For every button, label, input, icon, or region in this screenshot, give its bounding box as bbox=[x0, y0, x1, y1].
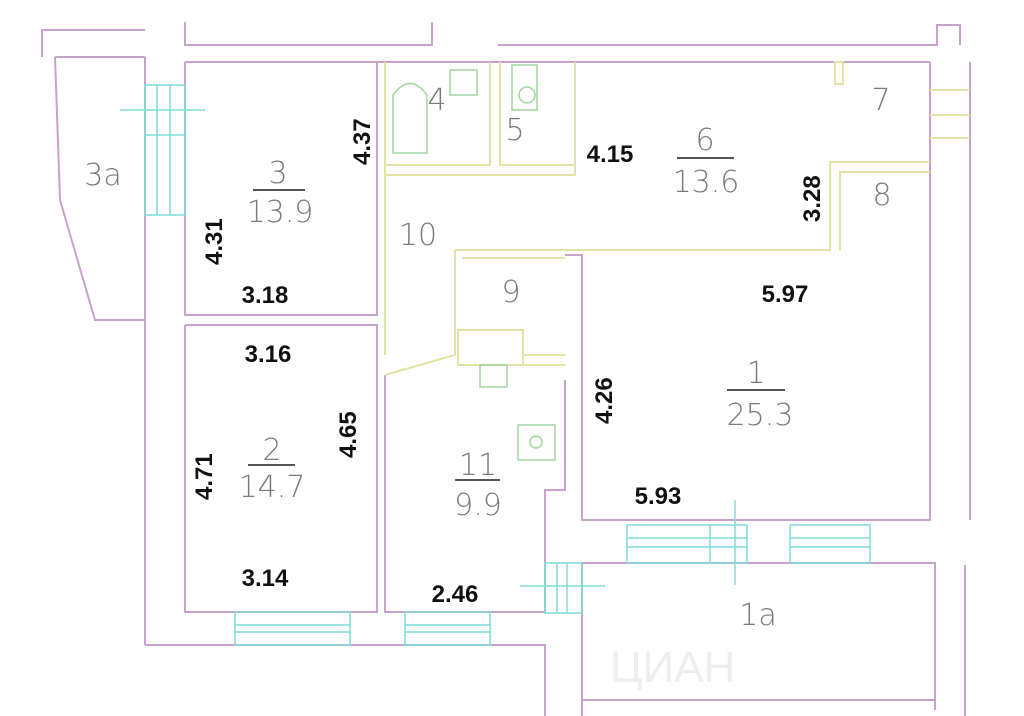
room-6-number: 6 bbox=[695, 123, 714, 158]
room-10-number: 10 bbox=[399, 218, 437, 253]
dim-r1-bottom: 5.93 bbox=[635, 483, 682, 510]
dim-r11-bottom: 2.46 bbox=[432, 581, 479, 608]
watermark: ЦИАН bbox=[610, 643, 735, 692]
outer-walls bbox=[41, 22, 971, 716]
room-2-area: 14.7 bbox=[239, 470, 306, 505]
toilet-icon bbox=[511, 64, 538, 111]
dim-r3-height: 4.31 bbox=[201, 218, 228, 265]
kitchen-sink-icon bbox=[479, 364, 508, 388]
room-2-number: 2 bbox=[262, 433, 281, 468]
dim-corridor-height: 4.37 bbox=[349, 118, 376, 165]
dim-r2-left: 4.71 bbox=[191, 453, 218, 500]
room-4-number: 4 bbox=[427, 83, 446, 118]
room-8-number: 8 bbox=[872, 178, 891, 213]
room-1-number: 1 bbox=[746, 356, 765, 391]
windows bbox=[120, 84, 871, 646]
room-3a-number: 3а bbox=[84, 158, 121, 193]
room-7-number: 7 bbox=[871, 83, 890, 118]
room-9-number: 9 bbox=[501, 275, 520, 310]
room-3-area: 13.9 bbox=[247, 195, 314, 230]
room-1a-number: 1а bbox=[739, 598, 776, 633]
bathtub-icon bbox=[392, 82, 428, 154]
dim-r2-right: 4.65 bbox=[335, 411, 362, 458]
room-11-area: 9.9 bbox=[454, 488, 502, 523]
dim-r3-width: 3.18 bbox=[242, 282, 289, 309]
room-5-number: 5 bbox=[505, 113, 524, 148]
dim-r2-bottom: 3.14 bbox=[242, 565, 289, 592]
dim-r2-top: 3.16 bbox=[245, 341, 292, 368]
dim-r6-left: 4.15 bbox=[587, 141, 634, 168]
area-fraction-lines bbox=[248, 157, 785, 481]
fixtures bbox=[392, 64, 556, 461]
room-6-area: 13.6 bbox=[673, 165, 740, 200]
dim-r1-left: 4.26 bbox=[591, 377, 618, 424]
room-11-number: 11 bbox=[459, 448, 497, 483]
dim-r1-top: 5.97 bbox=[762, 281, 809, 308]
partitions bbox=[384, 61, 970, 376]
room-3-number: 3 bbox=[268, 156, 287, 191]
room-1-area: 25.3 bbox=[727, 398, 794, 433]
dim-r6-right: 3.28 bbox=[799, 175, 826, 222]
stove-icon bbox=[517, 424, 556, 461]
sink-icon bbox=[449, 69, 478, 96]
